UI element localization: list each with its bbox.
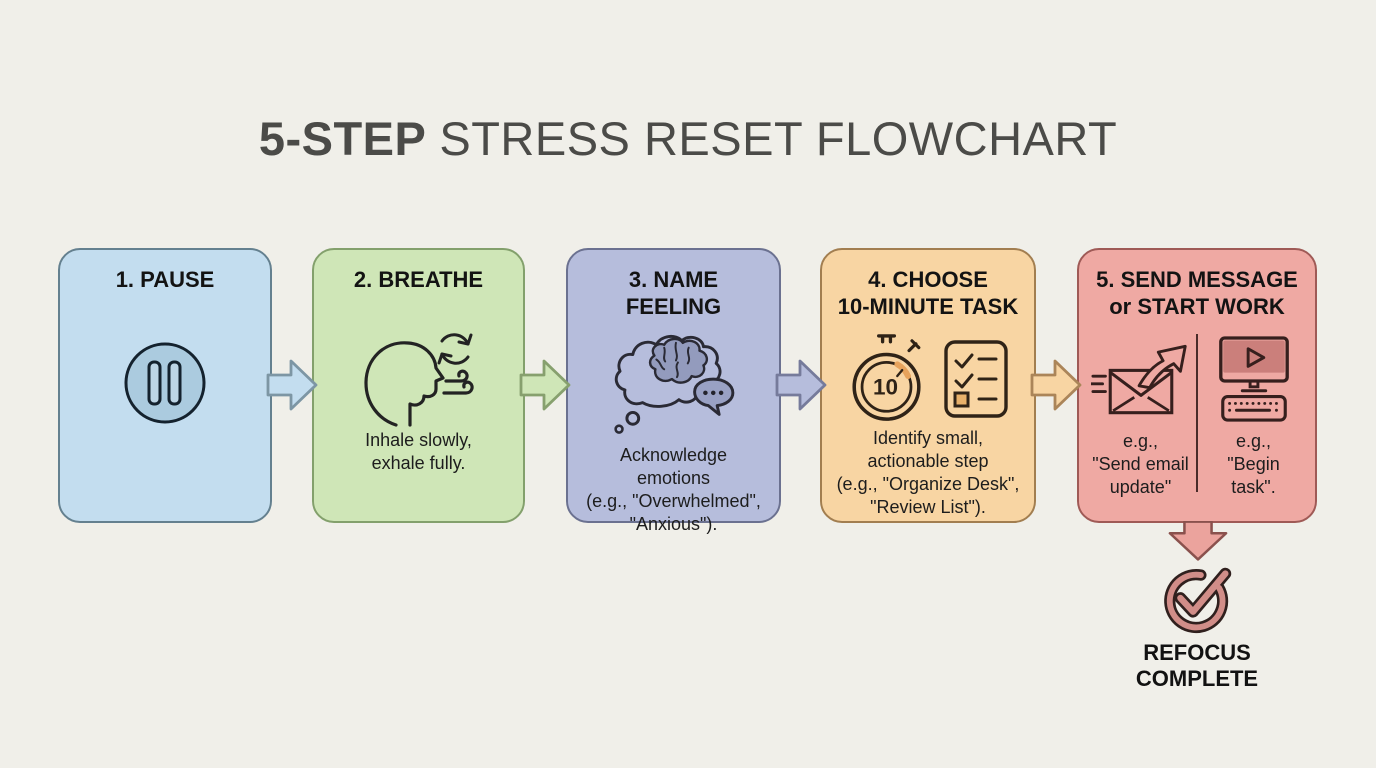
option-send-message-body: e.g., "Send email update" bbox=[1092, 430, 1188, 499]
body-line: (e.g., "Organize Desk", bbox=[836, 474, 1020, 494]
body-line: "Begin bbox=[1227, 454, 1280, 474]
step-3-name-feeling: 3. NAME FEELING Acknowledge emotions (e.… bbox=[566, 248, 781, 534]
body-line: task". bbox=[1231, 477, 1276, 497]
final-label-line: REFOCUS bbox=[1143, 640, 1251, 665]
breathing-head-cycle-icon bbox=[358, 323, 480, 427]
page-title-rest: STRESS RESET FLOWCHART bbox=[439, 112, 1118, 166]
body-line: "Send email bbox=[1092, 454, 1189, 474]
arrow-right-icon bbox=[519, 356, 571, 414]
step-5-options: e.g., "Send email update" bbox=[1085, 332, 1309, 499]
step-2-header-line: 2. BREATHE bbox=[353, 267, 484, 292]
step-4-header-line: 4. CHOOSE bbox=[868, 267, 988, 292]
body-line: update" bbox=[1109, 477, 1172, 497]
checklist-icon bbox=[943, 339, 1009, 419]
step-2-header: 2. BREATHE bbox=[354, 266, 483, 293]
step-4-header-line: 10-MINUTE TASK bbox=[837, 294, 1019, 319]
refocus-complete-label: REFOCUS COMPLETE bbox=[1087, 640, 1307, 692]
page-title-emphasis: 5-STEP bbox=[258, 112, 427, 166]
final-label-line: COMPLETE bbox=[1135, 666, 1259, 691]
body-line: e.g., bbox=[1235, 431, 1272, 451]
step-5-send-or-start: 5. SEND MESSAGE or START WORK e.g., "Sen… bbox=[1077, 248, 1317, 523]
body-line: Identify small, bbox=[872, 428, 984, 448]
stopwatch-10-icon: 10 bbox=[848, 332, 927, 425]
step-3-header-line: FEELING bbox=[625, 294, 722, 319]
step-1-header: 1. PAUSE bbox=[116, 266, 215, 293]
step-3-header: 3. NAME FEELING bbox=[626, 266, 721, 320]
body-line: Inhale slowly, bbox=[365, 430, 472, 450]
step-3-body: Acknowledge emotions (e.g., "Overwhelmed… bbox=[586, 444, 761, 536]
step-4-body: Identify small, actionable step (e.g., "… bbox=[837, 427, 1020, 519]
body-line: (e.g., "Overwhelmed", bbox=[586, 491, 761, 511]
check-circle-icon bbox=[1153, 556, 1241, 644]
step-4-header: 4. CHOOSE 10-MINUTE TASK bbox=[838, 266, 1019, 320]
arrow-right-icon bbox=[775, 356, 827, 414]
option-divider bbox=[1196, 334, 1198, 492]
option-send-message: e.g., "Send email update" bbox=[1085, 332, 1196, 499]
body-line: exhale fully. bbox=[371, 453, 466, 473]
step-4-choose-task: 4. CHOOSE 10-MINUTE TASK 10 bbox=[820, 248, 1036, 523]
step-5-header-line: 5. SEND MESSAGE bbox=[1096, 267, 1298, 292]
computer-start-icon bbox=[1213, 332, 1295, 428]
send-email-icon bbox=[1090, 332, 1191, 428]
arrow-right-icon bbox=[266, 356, 318, 414]
body-line: "Review List"). bbox=[870, 497, 986, 517]
svg-text:10: 10 bbox=[873, 375, 898, 400]
step-1-pause: 1. PAUSE bbox=[58, 248, 272, 523]
thought-cloud-brain-speech-icon bbox=[609, 332, 739, 436]
step-2-breathe: 2. BREATHE Inhale slowly, exhale fully. bbox=[312, 248, 525, 523]
body-line: "Anxious"). bbox=[629, 514, 718, 534]
step-1-header-line: 1. PAUSE bbox=[115, 267, 215, 292]
option-start-work-body: e.g., "Begin task". bbox=[1227, 430, 1279, 499]
step-5-header: 5. SEND MESSAGE or START WORK bbox=[1096, 266, 1298, 320]
step-2-body: Inhale slowly, exhale fully. bbox=[365, 429, 472, 475]
body-line: Acknowledge bbox=[619, 445, 728, 465]
arrow-down-icon bbox=[1167, 521, 1229, 561]
step-5-header-line: or START WORK bbox=[1109, 294, 1285, 319]
arrow-right-icon bbox=[1030, 356, 1082, 414]
step-4-icons: 10 bbox=[848, 332, 1009, 425]
body-line: e.g., bbox=[1122, 431, 1158, 451]
body-line: actionable step bbox=[867, 451, 989, 471]
pause-icon bbox=[121, 339, 209, 427]
body-line: emotions bbox=[636, 468, 711, 488]
step-3-header-line: 3. NAME bbox=[628, 267, 719, 292]
option-start-work: e.g., "Begin task". bbox=[1198, 332, 1309, 499]
